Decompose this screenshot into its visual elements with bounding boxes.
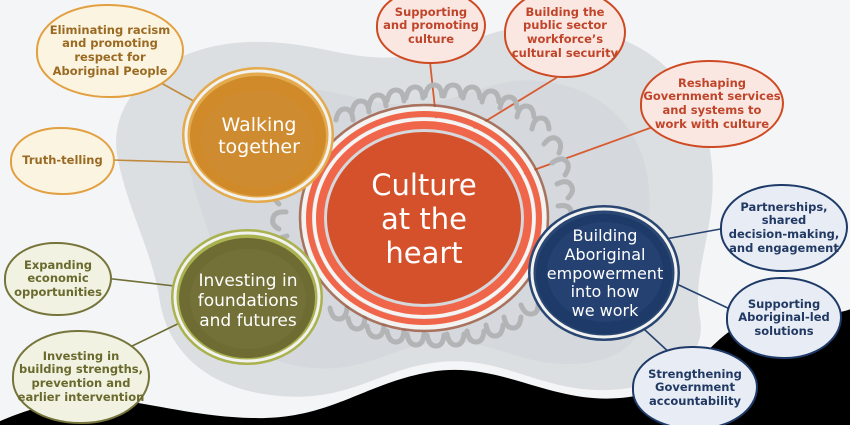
center-line-2: at the — [381, 201, 467, 236]
satellite-public-sector-line-1: Building the — [525, 4, 605, 19]
squiggles-top-arc — [333, 82, 552, 132]
satellite-public-sector-line-4: cultural security — [511, 45, 619, 60]
satellite-partnerships-line-4: and engagement — [729, 240, 839, 255]
pillar-investing-line-2: foundations — [197, 290, 299, 311]
satellite-expanding-economic-line-2: economic — [27, 271, 89, 286]
center-node-fill — [327, 132, 521, 304]
pillar-empowerment-line-5: we work — [571, 301, 639, 321]
satellite-reshaping-government-services[interactable]: Reshaping Government services and system… — [640, 60, 784, 148]
squiggles-bottom-arc — [327, 299, 541, 349]
pillar-walking-together-line-2: together — [218, 136, 300, 158]
satellite-aboriginal-led-line-2: Aboriginal-led — [738, 310, 830, 325]
satellite-partnerships-line-2: shared — [761, 213, 807, 228]
satellite-building-strengths-line-2: building strengths, — [18, 362, 143, 377]
satellite-aboriginal-led-line-1: Supporting — [747, 296, 821, 311]
pillar-empowerment-line-2: Aboriginal — [564, 244, 646, 264]
connector-reshaping-government-services — [519, 127, 651, 176]
satellite-accountability-line-3: accountability — [649, 393, 741, 408]
satellite-building-public-sector-cultural-security[interactable]: Building the public sector workforce’s c… — [504, 0, 626, 78]
satellite-supporting-culture-line-2: and promoting — [383, 18, 479, 33]
satellite-supporting-culture-line-1: Supporting — [394, 4, 468, 19]
connector-partnerships — [659, 227, 727, 241]
satellite-public-sector-line-3: workforce’s — [526, 32, 604, 46]
satellite-supporting-culture-line-3: culture — [407, 31, 455, 46]
satellite-strengthening-government-accountability[interactable]: Strengthening Government accountability — [632, 346, 758, 425]
satellite-public-sector-line-2: public sector — [523, 18, 607, 33]
pillar-empowerment-line-1: Building — [572, 225, 638, 245]
satellite-partnerships-line-3: decision-making, — [728, 227, 840, 241]
satellite-eliminating-racism-line-1: Eliminating racism — [49, 22, 171, 37]
center-ring-white-2 — [312, 117, 536, 319]
satellite-building-strengths-line-4: earlier intervention — [17, 389, 145, 404]
center-ring-coral-1 — [306, 111, 542, 325]
pillar-walking-together-line-1: Walking — [221, 113, 297, 136]
satellite-partnerships-shared-decision-making[interactable]: Partnerships, shared decision-making, an… — [720, 184, 848, 272]
pillar-building-aboriginal-empowerment[interactable]: Building Aboriginal empowerment into how… — [540, 225, 670, 321]
pillar-investing-foundations-shape — [171, 229, 323, 365]
satellite-supporting-aboriginal-led-solutions[interactable]: Supporting Aboriginal-led solutions — [726, 277, 842, 359]
satellite-expanding-economic-line-3: opportunities — [14, 284, 102, 299]
pillar-building-empowerment-shape — [528, 205, 680, 341]
satellite-truth-telling[interactable]: Truth-telling — [10, 127, 115, 195]
center-node-rings — [298, 103, 550, 333]
satellite-eliminating-racism-line-2: and promoting — [62, 36, 158, 51]
satellite-expanding-economic-opportunities[interactable]: Expanding economic opportunities — [4, 242, 112, 316]
pillar-investing-line-1: Investing in — [198, 270, 298, 291]
pillar-empowerment-line-3: empowerment — [546, 263, 664, 283]
satellite-reshaping-line-4: work with culture — [654, 116, 770, 131]
center-ring-white-1 — [301, 106, 547, 330]
satellite-investing-in-building-strengths[interactable]: Investing in building strengths, prevent… — [12, 330, 150, 424]
center-line-1: Culture — [371, 167, 477, 202]
satellite-eliminating-racism-line-3: respect for — [74, 50, 146, 64]
satellite-aboriginal-led-line-3: solutions — [754, 323, 814, 338]
satellite-building-strengths-line-1: Investing in — [42, 348, 120, 363]
pillar-investing-in-foundations-and-futures[interactable]: Investing in foundations and futures — [180, 268, 316, 334]
satellite-truth-telling-line-1: Truth-telling — [22, 153, 103, 168]
center-ring-coral-2 — [316, 121, 532, 315]
pillar-walking-together[interactable]: Walking together — [196, 106, 322, 166]
satellite-reshaping-line-1: Reshaping — [677, 75, 747, 90]
satellite-partnerships-line-1: Partnerships, — [740, 199, 828, 214]
satellite-accountability-line-1: Strengthening — [648, 366, 742, 381]
satellite-reshaping-line-2: Government services — [643, 89, 781, 104]
center-ring-outer-brown — [298, 103, 550, 333]
center-node-label[interactable]: Culture at the heart — [325, 165, 523, 273]
pillar-investing-line-3: and futures — [199, 311, 297, 332]
satellite-supporting-and-promoting-culture[interactable]: Supporting and promoting culture — [376, 0, 486, 64]
satellite-reshaping-line-3: and systems to — [662, 103, 762, 117]
satellite-accountability-line-2: Government — [655, 380, 735, 395]
pillar-walking-together-shape — [182, 67, 334, 203]
satellite-eliminating-racism[interactable]: Eliminating racism and promoting respect… — [36, 4, 184, 98]
satellite-expanding-economic-line-1: Expanding — [23, 257, 93, 272]
center-line-3: heart — [385, 236, 463, 271]
satellite-building-strengths-line-3: prevention and — [31, 376, 131, 390]
satellite-eliminating-racism-line-4: Aboriginal People — [52, 63, 168, 78]
pillar-empowerment-line-4: into how — [570, 282, 640, 302]
